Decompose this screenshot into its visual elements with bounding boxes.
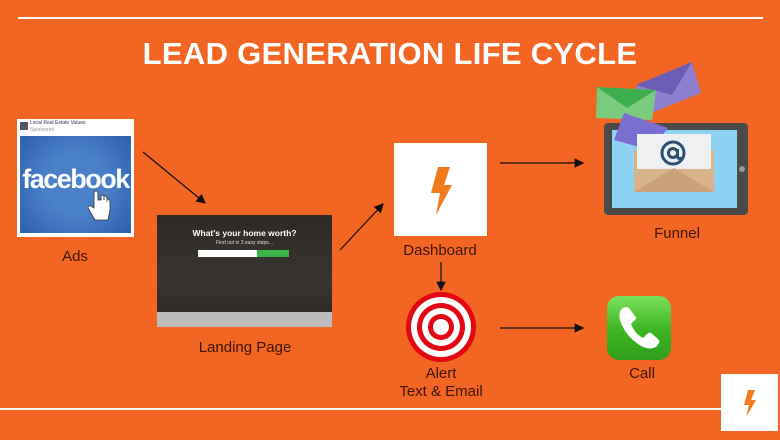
dashboard-logo-box xyxy=(394,143,487,236)
dashboard-label: Dashboard xyxy=(403,242,477,259)
landing-address-input xyxy=(198,250,257,257)
facebook-banner: facebook xyxy=(20,136,131,233)
phone-handset-icon xyxy=(619,307,660,349)
corner-logo-box xyxy=(721,374,778,431)
top-divider xyxy=(18,17,763,19)
phone-app-icon xyxy=(607,296,671,360)
landing-page-label: Landing Page xyxy=(198,339,292,356)
arrow-landing-to-dashboard xyxy=(339,203,384,251)
landing-headline: What's your home worth? xyxy=(192,228,297,238)
ads-label: Ads xyxy=(62,248,88,265)
page-title: LEAD GENERATION LIFE CYCLE xyxy=(142,36,638,71)
landing-footer xyxy=(157,312,332,327)
landing-submit-button xyxy=(257,250,289,257)
lightning-bolt-icon xyxy=(431,167,452,215)
call-label: Call xyxy=(629,365,655,382)
facebook-logo: facebook xyxy=(22,164,130,194)
ad-thumbnail xyxy=(20,122,28,130)
landing-page-image: What's your home worth? Find out in 3 ea… xyxy=(157,215,332,327)
lightning-bolt-icon xyxy=(744,390,756,417)
landing-subline: Find out in 3 easy steps... xyxy=(216,240,273,246)
hand-cursor-icon xyxy=(87,190,111,221)
funnel-label: Funnel xyxy=(654,225,700,242)
bottom-divider xyxy=(0,408,722,410)
arrow-ads-to-landing xyxy=(142,151,206,204)
